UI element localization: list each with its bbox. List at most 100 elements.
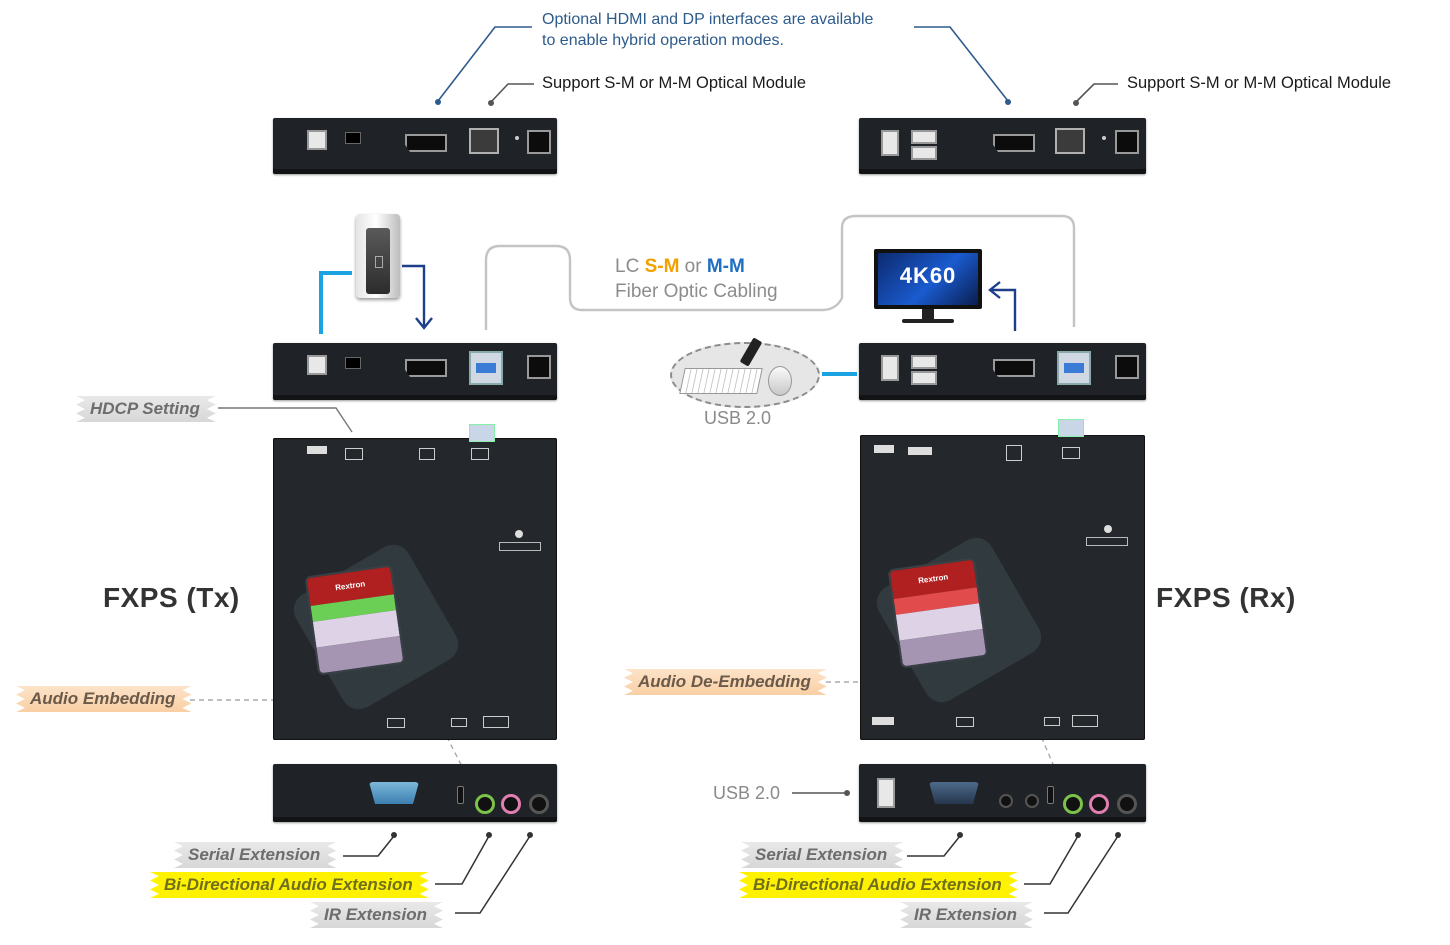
tx-product-label: Rextron <box>306 566 404 674</box>
leader-audio-rx <box>1024 835 1079 885</box>
usb-b-port-icon <box>307 130 327 150</box>
rx-product-label: Rextron <box>889 559 987 667</box>
cabling-label-line2: Fiber Optic Cabling <box>615 281 778 302</box>
mouse-icon <box>768 366 792 396</box>
ir-mark-icon <box>1044 717 1060 726</box>
leader-serial-tx <box>343 835 395 857</box>
rx-unit-top-view: Rextron <box>860 419 1145 740</box>
usb-a-port-icon <box>911 355 937 369</box>
keyboard-icon <box>679 368 763 394</box>
usb-mark-icon <box>307 446 327 454</box>
serial-extension-tag-rx: Serial Extension <box>741 842 903 868</box>
leader-dot-optical-left <box>488 100 494 106</box>
cabling-label-line1: LC S-M or M-M <box>615 256 745 278</box>
rx-title: FXPS (Rx) <box>1156 582 1296 613</box>
usb-mark-icon <box>908 447 932 455</box>
audio-jack-icon <box>1089 794 1109 814</box>
link-mark-icon <box>471 448 489 460</box>
leader-ir-tx <box>455 835 531 914</box>
optional-interfaces-line1: Optional HDMI and DP interfaces are avai… <box>542 11 874 28</box>
power-led-icon <box>1104 525 1112 533</box>
audio-jack-icon <box>1063 794 1083 814</box>
displayport-icon <box>993 134 1035 152</box>
fiber-plug-icon <box>1058 419 1084 437</box>
leader-ir-rx <box>1044 835 1119 914</box>
serial-extension-tag-tx: Serial Extension <box>174 842 336 868</box>
rx-rear-panel-optional <box>859 118 1146 174</box>
leader-dot-usb-rx-front <box>844 790 850 796</box>
leader-audio-tx <box>435 835 490 885</box>
ir-mark-icon <box>451 718 467 727</box>
audio-mark-icon <box>1072 715 1098 727</box>
leader-dot-ir-rx <box>1115 832 1121 838</box>
usb-cable-tx <box>319 271 352 334</box>
leader-dot-optional-left <box>435 99 441 105</box>
leader-optical-right <box>1075 83 1118 103</box>
leader-dot-serial-tx <box>391 832 397 838</box>
usb-dongle-icon <box>739 337 763 367</box>
usb-a-port-icon <box>877 778 895 808</box>
ir-extension-tag-rx: IR Extension <box>900 902 1033 928</box>
optical-module-callout-left: Support S-M or M-M Optical Module <box>542 74 807 92</box>
ir-receiver-icon <box>457 786 464 804</box>
leader-dot-optical-right <box>1073 100 1079 106</box>
peripherals-group <box>670 337 820 408</box>
leader-optional-left <box>437 26 532 102</box>
ir-receiver-icon <box>1047 786 1054 804</box>
optional-interfaces-callout: Optional HDMI and DP interfaces are avai… <box>542 9 873 51</box>
usb-label-peripherals: USB 2.0 <box>704 408 772 428</box>
leader-dot-ir-tx <box>527 832 533 838</box>
rx-rear-panel <box>859 343 1146 400</box>
audio-jack-icon <box>475 794 495 814</box>
dc-power-icon <box>1115 130 1139 154</box>
arrow-usb-to-tx-head <box>415 317 433 330</box>
leader-serial-rx <box>907 835 961 857</box>
lc-fiber-connector-icon <box>469 351 503 385</box>
arrow-rx-to-monitor <box>992 288 1017 331</box>
optional-interfaces-line2: to enable hybrid operation modes. <box>542 32 784 49</box>
arrow-rx-to-monitor-head <box>988 281 1001 299</box>
bi-directional-audio-tag-tx: Bi-Directional Audio Extension <box>150 872 429 898</box>
tx-title: FXPS (Tx) <box>103 582 240 613</box>
db9-serial-icon <box>369 782 419 804</box>
dip-switch-icon <box>345 357 361 369</box>
leader-dot-serial-rx <box>957 832 963 838</box>
leader-optical-left <box>490 83 534 103</box>
ir-jack-icon <box>1117 794 1137 814</box>
tx-rear-panel-optional <box>273 118 557 174</box>
lc-fiber-connector-icon <box>1057 351 1091 385</box>
leader-hdcp <box>218 407 353 433</box>
fiber-plug-icon <box>469 424 495 442</box>
leader-dot-optional-right <box>1005 99 1011 105</box>
ir-extension-tag-tx: IR Extension <box>310 902 443 928</box>
usb-a-port-icon <box>911 146 937 160</box>
leader-dot-audio-rx <box>1075 832 1081 838</box>
led-indicator-marks <box>499 542 541 551</box>
usb-a-port-icon <box>881 355 899 381</box>
rx-front-panel <box>859 764 1146 822</box>
db9-serial-icon <box>929 782 979 804</box>
tx-rear-panel <box>273 343 557 400</box>
usb-label-rx-front: USB 2.0 <box>713 783 781 803</box>
audio-mark-icon <box>483 716 509 728</box>
leader-dot-audio-tx <box>486 832 492 838</box>
usb-a-port-icon <box>911 130 937 144</box>
usb-mark-icon <box>874 445 894 453</box>
sfp-cage-icon <box>469 128 499 154</box>
leader-optional-right <box>914 26 1009 102</box>
usb-drive-icon <box>356 214 400 298</box>
monitor-resolution-badge: 4K60 <box>899 263 957 288</box>
usb-mark-icon <box>872 717 894 725</box>
optical-module-callout-right: Support S-M or M-M Optical Module <box>1127 74 1392 92</box>
monitor-icon: 4K60 <box>874 249 982 327</box>
dc-power-icon <box>527 355 551 379</box>
audio-jack-icon <box>501 794 521 814</box>
led-indicator-marks <box>1086 537 1128 546</box>
cabling-or: or <box>679 256 707 277</box>
led-icon <box>515 136 519 140</box>
cabling-mm: M-M <box>706 256 745 277</box>
button-icon <box>1025 794 1039 808</box>
bi-directional-audio-tag-rx: Bi-Directional Audio Extension <box>739 872 1018 898</box>
usb-b-port-icon <box>307 355 327 375</box>
